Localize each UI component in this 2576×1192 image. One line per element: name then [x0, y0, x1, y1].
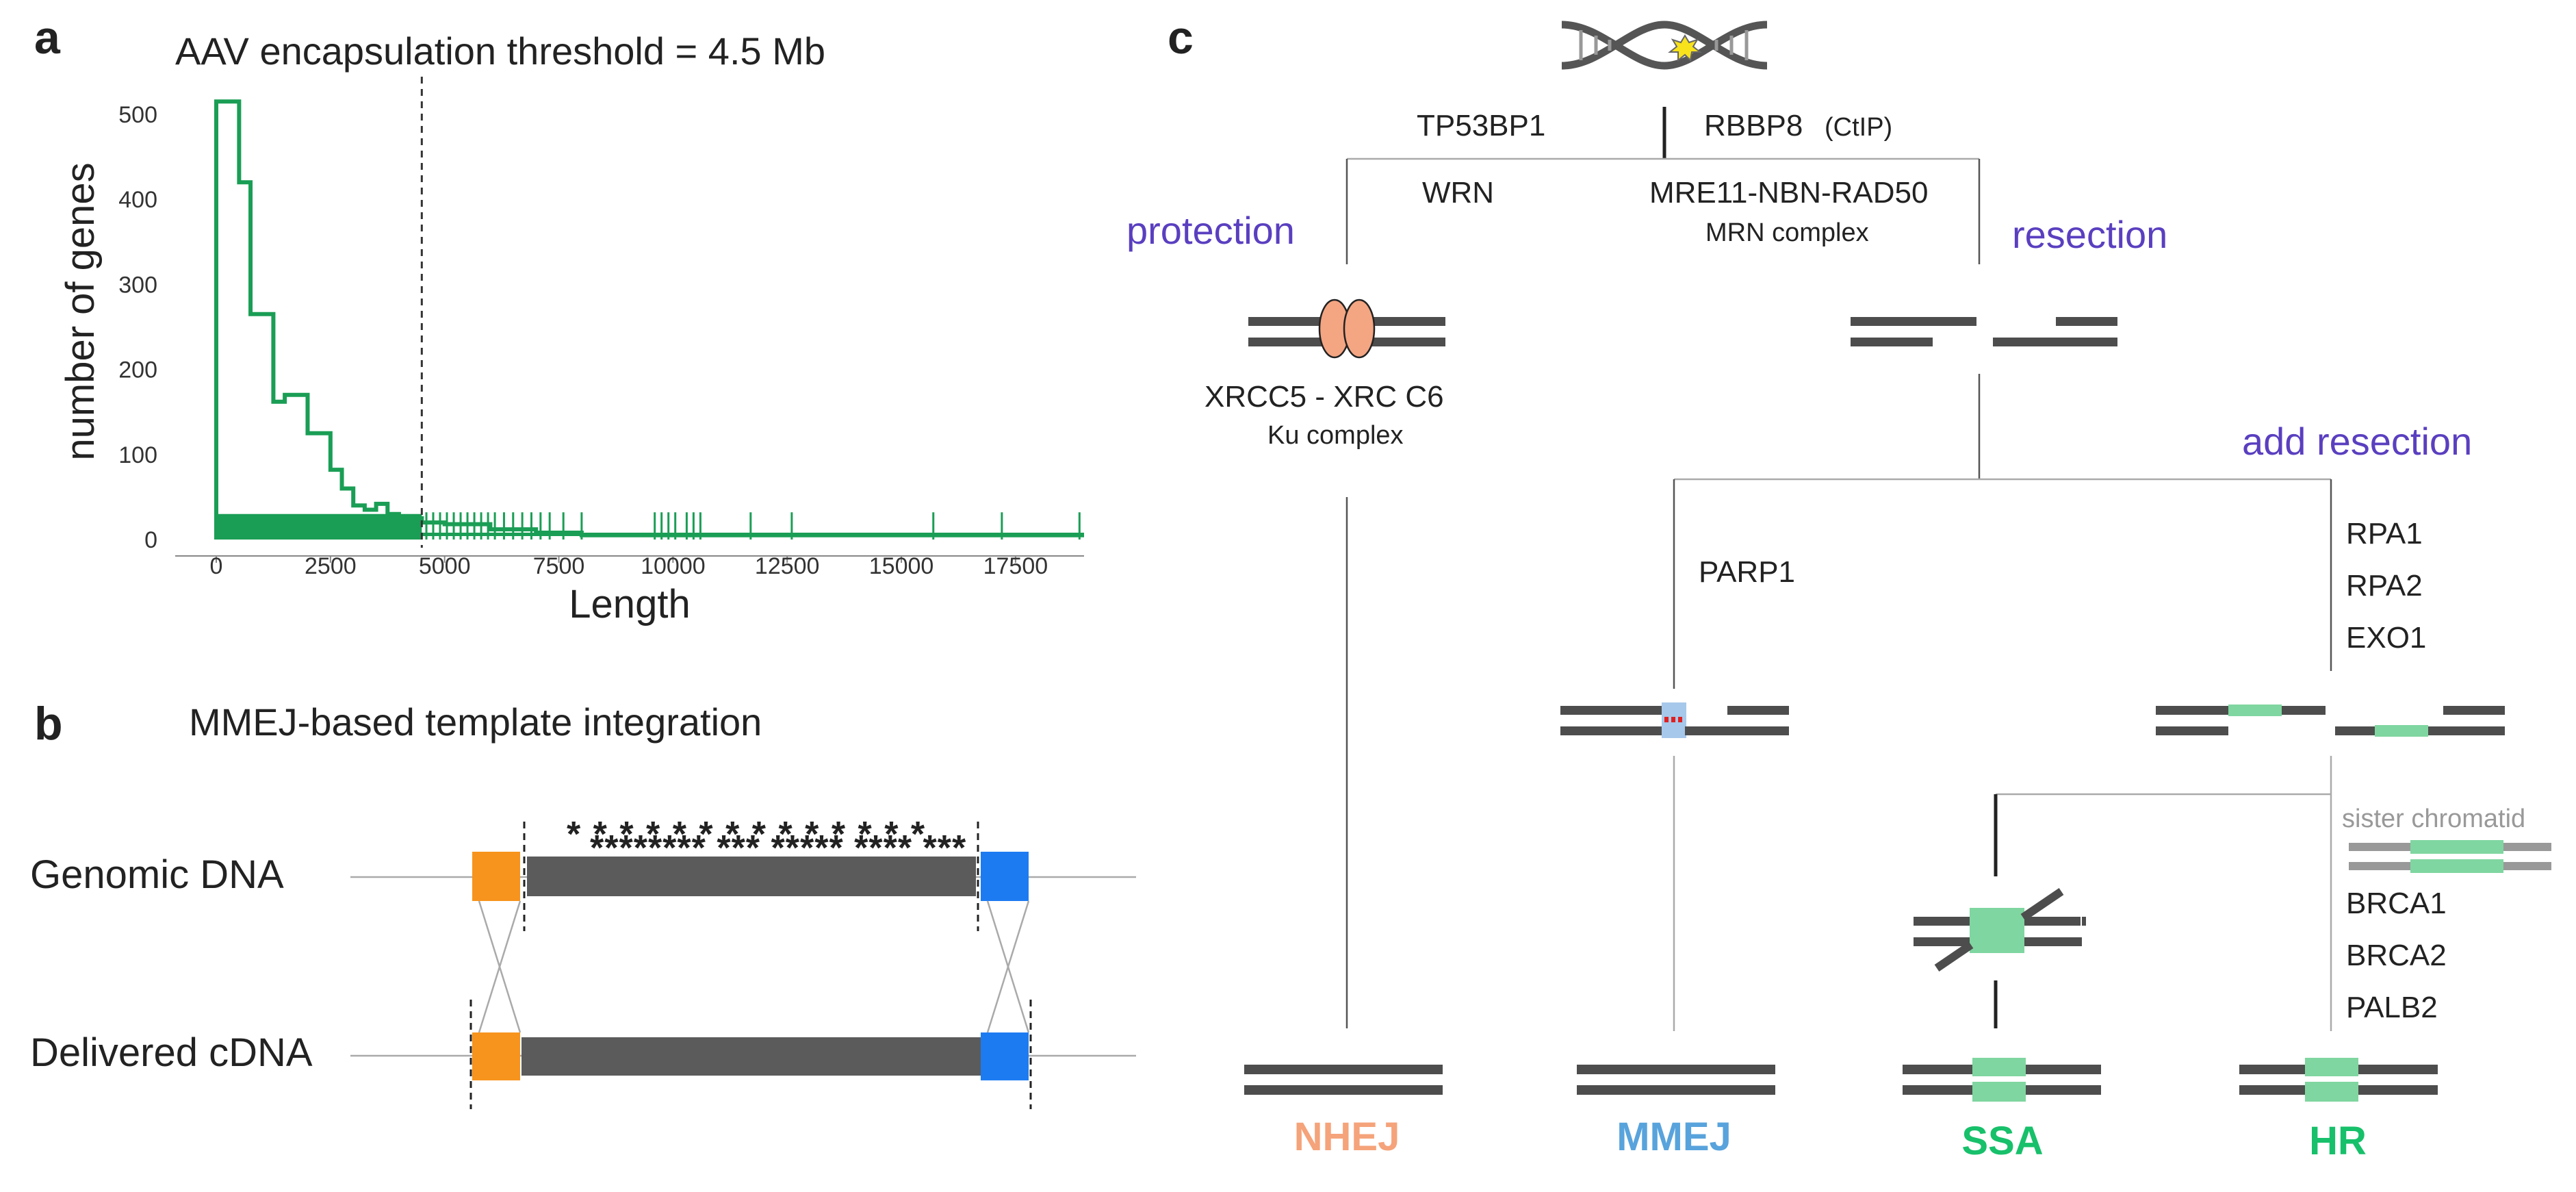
resection-label: resection	[2012, 213, 2167, 256]
rpa2-label: RPA2	[2346, 569, 2423, 603]
x-tick-label: 15000	[869, 553, 934, 579]
panel-b: b MMEJ-based template integration Genomi…	[30, 698, 1136, 1109]
y-tick-label: 400	[118, 187, 157, 213]
resected-dna-icon	[1851, 317, 2117, 346]
rpa1-label: RPA1	[2346, 517, 2423, 550]
delivered-left-homology-block	[472, 1032, 520, 1080]
damage-star-icon	[1668, 34, 1702, 62]
ssa-repaired-dna-icon	[1903, 1058, 2101, 1102]
genomic-body-block	[527, 857, 976, 896]
mrn-complex-label: MRN complex	[1705, 218, 1869, 247]
panel-b-title: MMEJ-based template integration	[189, 700, 762, 744]
nhej-label: NHEJ	[1294, 1115, 1400, 1159]
mmej-intermediate-dna-icon	[1560, 702, 1789, 738]
x-tick-label: 17500	[983, 553, 1048, 579]
add-resection-label: add resection	[2242, 420, 2472, 463]
nhej-repaired-dna-icon	[1244, 1065, 1443, 1095]
series-0-step-line	[214, 99, 1084, 540]
delivered-cdna-label: Delivered cDNA	[30, 1030, 313, 1075]
asterisks-bottom: ******** *** ***** **** ***	[590, 828, 966, 868]
panel-a-letter: a	[34, 12, 61, 64]
mmej-label: MMEJ	[1617, 1115, 1731, 1159]
mre11-label: MRE11-NBN-RAD50	[1649, 176, 1929, 210]
extensive-resection-dna-icon	[2156, 705, 2505, 737]
xrcc5-xrcc6-label: XRCC5 - XRC C6	[1205, 380, 1444, 414]
panel-c-letter: c	[1168, 12, 1194, 64]
wrn-label: WRN	[1422, 176, 1494, 210]
ku-complex-label: Ku complex	[1267, 421, 1404, 450]
x-tick-label: 7500	[533, 553, 585, 579]
genomic-dna-label: Genomic DNA	[30, 852, 284, 897]
delivered-body-block	[521, 1037, 983, 1076]
x-tick-label: 2500	[305, 553, 357, 579]
dna-helix-icon	[1561, 21, 1768, 70]
delivered-right-homology-block	[981, 1032, 1029, 1080]
panel-a-title: AAV encapsulation threshold = 4.5 Mb	[175, 29, 825, 73]
x-tick-label: 10000	[641, 553, 706, 579]
y-tick-label: 300	[118, 272, 157, 298]
brca1-label: BRCA1	[2346, 887, 2447, 920]
ctip-label: (CtIP)	[1825, 113, 1892, 142]
x-tick-label: 5000	[419, 553, 471, 579]
x-tick-label: 12500	[755, 553, 820, 579]
sister-chromatid-label: sister chromatid	[2342, 804, 2525, 833]
rug-dense-band	[216, 513, 422, 540]
exo1-label: EXO1	[2346, 621, 2426, 655]
brca2-label: BRCA2	[2346, 939, 2447, 972]
y-tick-label: 100	[118, 442, 157, 468]
sister-chromatid-dna-icon	[2349, 840, 2551, 873]
y-tick-label: 200	[118, 357, 157, 383]
asterisks-top: * * * * * * * * * * * * * *	[567, 815, 926, 854]
parp1-label: PARP1	[1699, 555, 1795, 589]
left-cross-line-2	[478, 900, 521, 1033]
x-axis-label: Length	[569, 582, 690, 626]
ssa-label: SSA	[1961, 1119, 2043, 1163]
panel-b-letter: b	[34, 698, 63, 750]
x-tick-label: 0	[210, 553, 223, 579]
hr-repaired-dna-icon	[2239, 1058, 2438, 1102]
y-tick-label: 0	[144, 527, 157, 553]
rbbp8-label: RBBP8	[1704, 109, 1803, 142]
hr-label: HR	[2309, 1119, 2367, 1163]
y-tick-label: 500	[118, 102, 157, 128]
right-cross-line-2	[986, 900, 1030, 1033]
palb2-label: PALB2	[2346, 991, 2438, 1024]
genomic-right-homology-block	[981, 852, 1029, 901]
tp53bp1-label: TP53BP1	[1417, 109, 1545, 142]
mmej-repaired-dna-icon	[1577, 1065, 1775, 1095]
ku-bound-dna-icon	[1248, 299, 1445, 359]
protection-label: protection	[1126, 209, 1295, 252]
panel-c: c TP53BP1 RBBP8 (CtIP) WRN MRE11-NBN-RAD…	[1126, 12, 2551, 1163]
panel-a: a AAV encapsulation threshold = 4.5 Mb 0…	[34, 12, 1084, 626]
genomic-left-homology-block	[472, 852, 520, 901]
ssa-annealing-dna-icon	[1914, 888, 2086, 972]
y-axis-label: number of genes	[58, 162, 103, 460]
histogram-chart: 0 2500 5000 7500 10000 12500 15000 17500 0 100 200…	[118, 77, 1084, 579]
